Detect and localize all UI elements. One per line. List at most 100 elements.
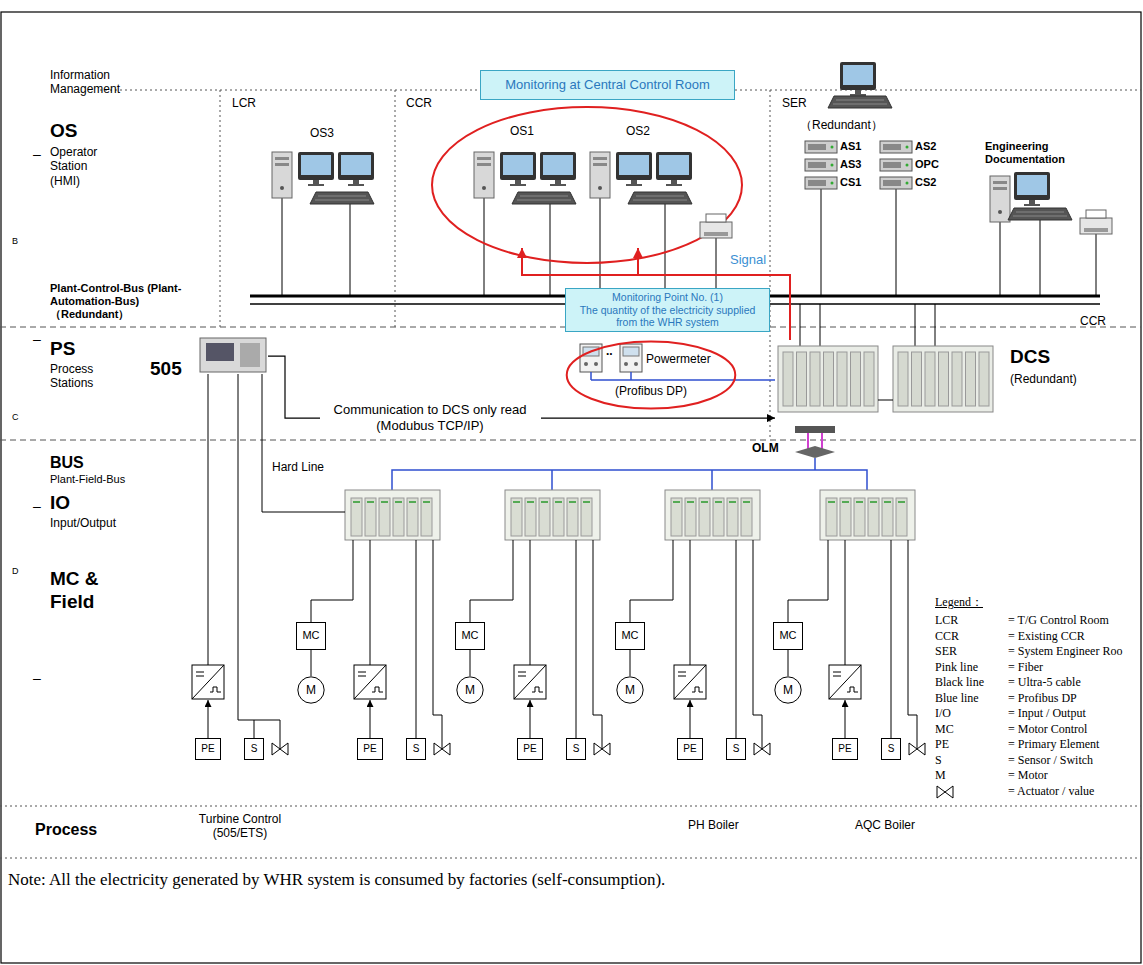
legend-term: Blue line xyxy=(935,691,979,705)
connector xyxy=(470,650,471,676)
room-divider xyxy=(220,90,770,440)
layer-code: BUS xyxy=(50,453,84,472)
node-text: MC xyxy=(461,629,478,642)
valve-symbol xyxy=(909,743,925,755)
sensor-box: S xyxy=(726,738,746,760)
network-hub xyxy=(795,426,835,433)
legend-term: CCR xyxy=(935,629,959,643)
node-text: The quantity of the electricity supplied… xyxy=(571,304,764,329)
node-text: M xyxy=(625,683,635,697)
room-name: CCR xyxy=(406,96,432,110)
controller-display xyxy=(206,343,234,361)
layer-name: Plant-Field-Bus xyxy=(50,473,125,486)
sensor-box: S xyxy=(566,738,586,760)
node-text: MC xyxy=(621,629,638,642)
legend-definition: = Existing CCR xyxy=(1008,629,1085,643)
outer-frame xyxy=(1,12,1141,963)
motor-outline xyxy=(775,677,801,703)
node-text: M xyxy=(783,683,793,697)
server-name: AS3 xyxy=(840,158,861,171)
layer-name: Input/Output xyxy=(50,516,116,530)
primary-element-box: PE xyxy=(195,738,221,760)
dcs-controller: DCS(Redundant) xyxy=(775,340,997,424)
valve-symbol xyxy=(434,743,450,755)
powermeter-group: ..Powermeter(Profibus DP) xyxy=(565,340,737,410)
legend-term: SER xyxy=(935,644,957,658)
note-text: Note: All the electricity generated by W… xyxy=(8,864,758,896)
node-text: S xyxy=(733,743,740,755)
keyboard xyxy=(512,192,576,204)
node-text: 505 xyxy=(150,358,182,381)
server-name: CS1 xyxy=(840,176,861,189)
operator-station: OS2 xyxy=(588,120,688,248)
tick-mark: – xyxy=(33,331,41,348)
monitor xyxy=(840,62,876,96)
valve-symbol xyxy=(754,743,770,755)
pc-tower xyxy=(272,152,292,198)
legend-term: Pink line xyxy=(935,660,978,674)
profibus-wire xyxy=(591,372,737,380)
node-text: Monitoring Point No. (1) xyxy=(612,291,723,304)
layer-code: IO xyxy=(50,492,70,515)
motor-symbol: M xyxy=(297,676,325,704)
valve-symbol xyxy=(272,743,288,755)
layer-code: Process xyxy=(35,820,97,839)
legend-term: I/O xyxy=(935,706,951,720)
field-bus xyxy=(392,458,867,490)
room-name: LCR xyxy=(232,96,256,110)
layer-code: MC & Field xyxy=(50,568,112,614)
monitor xyxy=(338,152,374,186)
layer-name: Information Management xyxy=(50,68,135,97)
legend-term: M xyxy=(935,768,946,782)
legend-term: Black line xyxy=(935,675,984,689)
legend-definition: = Fiber xyxy=(1008,660,1043,674)
node-text: M xyxy=(306,683,316,697)
legend-text: = Actuator / value xyxy=(1008,784,1094,798)
node-text: (Profibus DP) xyxy=(565,384,737,398)
connector xyxy=(737,379,775,381)
monitor xyxy=(540,152,576,186)
layer-divider xyxy=(0,858,1141,859)
primary-element-box: PE xyxy=(517,738,543,760)
server-unit xyxy=(880,141,912,153)
node-text: PE xyxy=(683,743,696,755)
legend-definition: = Input / Output xyxy=(1008,706,1086,720)
tick-mark: – xyxy=(33,670,41,687)
layer-code: PS xyxy=(50,338,75,361)
redundant-note: （Redundant） xyxy=(800,118,883,132)
bus-name: Plant-Control-Bus (Plant-Automation-Bus)… xyxy=(50,282,200,322)
io-module xyxy=(665,490,760,540)
motor-outline xyxy=(617,677,643,703)
legend-definition: = Motor Control xyxy=(1008,722,1087,736)
node-text: S xyxy=(888,743,895,755)
transmitter-symbol xyxy=(829,665,861,699)
keyboard xyxy=(1008,208,1072,220)
layer-code: OS xyxy=(50,120,77,143)
printer xyxy=(1080,210,1112,234)
keyboard xyxy=(628,192,692,204)
sensor-box: S xyxy=(244,738,264,760)
row-letter: B xyxy=(12,236,18,247)
turbine-controller: 505 xyxy=(198,336,268,374)
motor-symbol: M xyxy=(774,676,802,704)
node-text: M xyxy=(465,683,475,697)
station-name: Engineering Documentation xyxy=(985,140,1085,166)
motor-control-box: MC xyxy=(455,622,485,650)
olm-device xyxy=(795,446,835,458)
pc-tower xyxy=(990,176,1010,222)
primary-element-box: PE xyxy=(677,738,703,760)
monitoring-point-box: Monitoring Point No. (1)The quantity of … xyxy=(565,288,770,332)
operator-station: OS1 xyxy=(472,120,572,248)
motor-outline xyxy=(457,677,483,703)
room-name: SER xyxy=(782,96,807,110)
printer xyxy=(700,214,732,238)
legend-definition: = Motor xyxy=(1008,768,1048,782)
node-text: PE xyxy=(523,743,536,755)
io-module xyxy=(820,490,915,540)
monitoring-title-box: Monitoring at Central Control Room xyxy=(480,70,735,100)
signal-arrow xyxy=(370,700,371,738)
node-text: S xyxy=(573,743,580,755)
monitor xyxy=(656,152,692,186)
